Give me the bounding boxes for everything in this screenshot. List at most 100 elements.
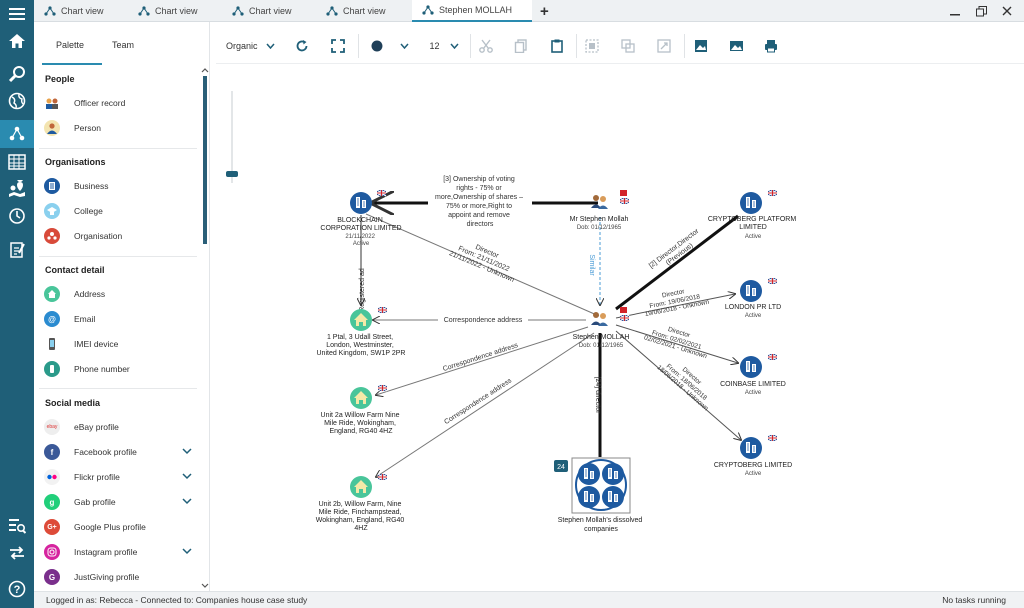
minimize-icon[interactable] [946, 3, 964, 19]
palette-scrollbar[interactable] [200, 66, 210, 591]
business-icon [739, 355, 763, 379]
palette-item-flickr-profile[interactable]: Flickr profile [44, 466, 194, 488]
tab-label: Chart view [155, 6, 198, 16]
node-mr-mollah[interactable]: Mr Stephen Mollah Dob: 01/12/1965 [570, 190, 630, 231]
chevron-down-icon[interactable] [182, 547, 192, 555]
palette-item-college[interactable]: College [44, 200, 194, 222]
chevron-down-icon[interactable] [182, 472, 192, 480]
tab-chart-view-2[interactable]: Chart view [138, 0, 224, 22]
map-icon[interactable] [0, 175, 34, 203]
table-icon[interactable] [0, 148, 34, 176]
help-icon[interactable]: ? [0, 575, 34, 603]
palette-item-person[interactable]: Person [44, 117, 194, 139]
home-icon[interactable] [0, 27, 34, 55]
palette-item-imei-device[interactable]: IMEI device [44, 333, 194, 355]
edge-label-director-coinbase: Director From: 02/02/2021 02/02/2021 - U… [643, 320, 712, 360]
edge-director-blockchain[interactable] [365, 213, 600, 317]
node-address-udall[interactable]: 1 Ptal, 3 Udall Street, London, Westmins… [317, 306, 406, 357]
tab-stephen-mollah[interactable]: Stephen MOLLAH [412, 0, 532, 22]
ebay-icon: ebay [44, 419, 60, 435]
palette-item-business[interactable]: Business [44, 175, 194, 197]
node-cryptoberg-platform[interactable]: CRYPTOBERG PLATFORM LIMITED Active [708, 189, 798, 240]
chevron-down-icon[interactable] [182, 497, 192, 505]
count-badge-text: 24 [557, 464, 565, 471]
address-icon [350, 476, 372, 498]
transfer-icon[interactable] [0, 539, 34, 567]
palette-item-officer-record[interactable]: Officer record [44, 92, 194, 114]
chevron-down-icon[interactable] [182, 447, 192, 455]
node-coinbase[interactable]: COINBASE LIMITED Active [720, 353, 786, 396]
item-label: College [74, 206, 103, 216]
zoom-slider[interactable] [226, 91, 238, 183]
tab-chart-view-3[interactable]: Chart view [232, 0, 318, 22]
node-address-unit-2b[interactable]: Unit 2b, Willow Farm, Nine Mile Ride, Fi… [316, 473, 407, 532]
globe-icon[interactable] [0, 87, 34, 115]
report-icon[interactable] [0, 236, 34, 264]
node-label: Unit 2a Willow Farm Nine Mile Ride, Woki… [321, 412, 402, 435]
node-label: CRYPTOBERG PLATFORM LIMITED [708, 216, 798, 231]
tab-palette[interactable]: Palette [56, 40, 85, 50]
edge-director-cryptoberg[interactable] [615, 330, 741, 440]
edge-director-coinbase[interactable] [615, 324, 738, 363]
chart-view-icon[interactable] [0, 120, 34, 148]
export-image-icon[interactable] [693, 38, 709, 54]
refresh-icon[interactable] [294, 38, 310, 54]
phone-icon [44, 361, 60, 377]
fit-to-screen-icon[interactable] [330, 38, 346, 54]
node-london-pr[interactable]: LONDON PR LTD Active [725, 277, 781, 319]
copy-icon[interactable] [513, 38, 529, 54]
business-icon [349, 191, 373, 215]
palette-item-email[interactable]: @ Email [44, 308, 194, 330]
edge-director-london[interactable] [615, 294, 735, 319]
network-graph[interactable]: [3] Ownership of voting rights - 75% or … [216, 65, 1016, 589]
edges [361, 203, 741, 477]
node-stephen-mollah[interactable]: Stephen MOLLAH Dob: 01/12/1965 [573, 307, 630, 349]
palette-item-ebay-profile[interactable]: ebay eBay profile [44, 416, 194, 438]
palette-item-facebook-profile[interactable]: f Facebook profile [44, 441, 194, 463]
close-icon[interactable] [998, 3, 1016, 19]
timeline-icon[interactable] [0, 202, 34, 230]
node-dissolved-companies[interactable]: 24 Stephen Mollah's dissolved companies [554, 457, 644, 533]
palette-item-phone-number[interactable]: Phone number [44, 358, 194, 380]
node-cryptoberg[interactable]: CRYPTOBERG LIMITED Active [714, 434, 792, 477]
print-icon[interactable] [763, 38, 779, 54]
paste-icon[interactable] [549, 38, 565, 54]
restore-icon[interactable] [972, 3, 990, 19]
palette-item-instagram-profile[interactable]: Instagram profile [44, 541, 194, 563]
search-icon[interactable] [0, 60, 34, 88]
zoom-slider-handle[interactable] [226, 171, 238, 177]
group-icon[interactable] [584, 38, 600, 54]
palette-item-google-plus-profile[interactable]: G+ Google Plus profile [44, 516, 194, 538]
menu-icon[interactable] [0, 0, 34, 28]
node-color-icon[interactable] [369, 38, 385, 54]
edge-label-correspondence-2: Correspondence address [442, 342, 519, 373]
new-tab-button[interactable]: + [540, 2, 549, 20]
node-blockchain[interactable]: BLOCKCHAIN CORPORATION LIMITED 21/11/202… [320, 189, 402, 247]
edge-correspondence-2[interactable] [376, 326, 589, 395]
business-icon [44, 178, 60, 194]
tab-chart-view-1[interactable]: Chart view [44, 0, 130, 22]
cut-icon[interactable] [478, 38, 494, 54]
node-label: CRYPTOBERG LIMITED [714, 462, 792, 469]
tab-label: Chart view [343, 6, 386, 16]
search-records-icon[interactable] [0, 512, 34, 540]
palette-item-justgiving-profile[interactable]: G JustGiving profile [44, 566, 194, 586]
edge-director-platform[interactable] [615, 214, 739, 311]
expand-icon[interactable] [656, 38, 672, 54]
font-size-dropdown[interactable]: 12 [426, 38, 462, 54]
tab-team[interactable]: Team [112, 40, 135, 50]
item-label: Person [74, 123, 101, 133]
palette-item-address[interactable]: Address [44, 283, 194, 305]
edge-correspondence-3[interactable] [376, 332, 595, 477]
layout-dropdown[interactable]: Organic [226, 38, 284, 54]
chart-canvas[interactable]: [3] Ownership of voting rights - 75% or … [216, 65, 1016, 589]
chevron-down-icon[interactable] [398, 38, 410, 54]
node-label: Stephen MOLLAH [573, 334, 630, 341]
tab-chart-view-4[interactable]: Chart view [326, 0, 412, 22]
export-gallery-icon[interactable] [728, 38, 744, 54]
ungroup-icon[interactable] [620, 38, 636, 54]
business-icon [577, 462, 601, 486]
node-address-unit-2a[interactable]: Unit 2a Willow Farm Nine Mile Ride, Woki… [321, 384, 402, 435]
palette-item-organisation[interactable]: Organisation [44, 225, 194, 247]
palette-item-gab-profile[interactable]: g Gab profile [44, 491, 194, 513]
